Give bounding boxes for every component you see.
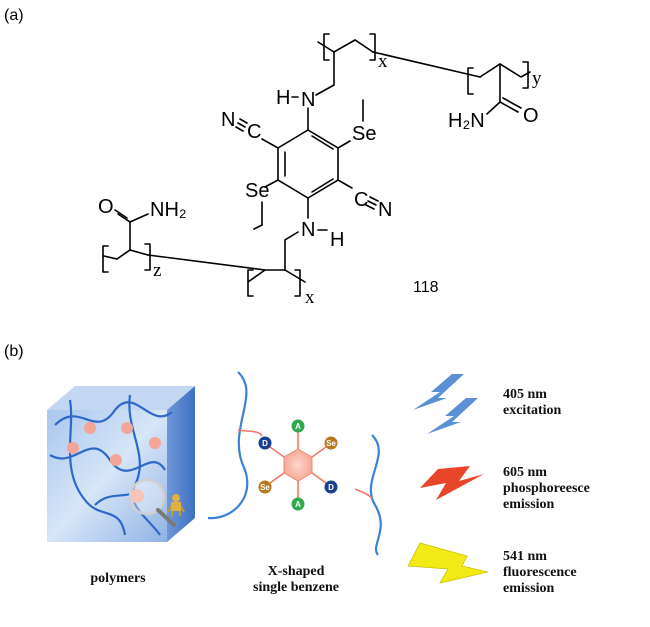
blue-lightning-icon [413,374,464,410]
amide-bottom-nh2: NH₂ [150,199,187,221]
bottom-h-atom: H [330,229,344,251]
subscript-x-top: x [378,51,388,72]
top-n-atom: N [301,89,315,111]
subscript-z-bottom: z [153,260,161,281]
nitrile-top-n: N [221,109,235,131]
top-amine-group: N H [276,84,335,131]
top-h-atom: H [276,87,290,109]
top-selenomethyl-group: Se [337,99,376,149]
svg-text:A: A [295,500,301,509]
legend: 405 nm excitation 605 nm phosphoreesce e… [407,374,590,596]
polymer-cube [47,386,195,542]
svg-text:A: A [295,422,301,431]
legend-fluorescence-wavelength: 541 nm [503,549,547,564]
legend-phosphorescence-label: phosphoreesce [503,481,590,496]
donor-badge-left: D [258,436,272,450]
nitrile-bottom-c: C [354,189,368,211]
legend-phosphorescence-emission: emission [503,497,555,512]
legend-item-fluorescence: 541 nm fluorescence emission [407,542,577,596]
yellow-lightning-icon [407,542,489,584]
bottom-selenomethyl-group: Se [245,179,279,230]
legend-excitation-wavelength: 405 nm [503,387,547,402]
bottom-polymer-backbone: x z O NH₂ [98,196,315,308]
blue-lightning-icon [427,398,478,434]
legend-phosphorescence-wavelength: 605 nm [503,465,547,480]
benzene-caption-line1: X-shaped [268,564,325,579]
bottom-nitrile-group: C N [337,179,392,221]
legend-excitation-label: excitation [503,403,562,418]
legend-item-excitation: 405 nm excitation [413,374,562,434]
nitrile-bottom-n: N [378,199,392,221]
se-top-atom: Se [352,123,376,145]
acceptor-badge-top: A [291,419,305,433]
svg-text:D: D [328,483,334,492]
panel-b-label: (b) [4,343,24,360]
subscript-x-bottom: x [305,287,315,308]
bottom-amine-group: N H [284,197,344,271]
legend-fluorescence-label: fluorescence [503,565,577,580]
amide-top-h2n: H₂N [448,110,485,132]
red-lightning-icon [420,466,484,500]
svg-text:D: D [262,439,268,448]
benzene-caption-line2: single benzene [253,580,339,595]
panel-a-label: (a) [4,7,24,24]
top-polymer-backbone: x y O H₂N [317,33,542,132]
se-bottom-atom: Se [245,180,269,202]
svg-text:Se: Se [326,439,336,448]
donor-badge-right: D [324,480,338,494]
benzene-ring [277,129,339,199]
selenium-badge-left: Se [258,480,272,494]
amide-top-o: O [523,105,539,127]
acceptor-badge-bottom: A [291,497,305,511]
panel-a: (a) N H x y [4,7,542,308]
legend-fluorescence-emission: emission [503,581,555,596]
polymers-caption: polymers [90,571,146,586]
compound-number: 118 [413,279,439,296]
panel-b: (b) [4,343,590,596]
subscript-y-top: y [532,68,542,89]
svg-text:Se: Se [260,483,270,492]
bottom-n-atom: N [301,219,315,241]
nitrile-top-c: C [247,121,261,143]
selenium-badge-right: Se [324,436,338,450]
amide-bottom-o: O [98,196,114,218]
single-benzene-schematic: A A D D Se Se [207,371,382,556]
top-nitrile-group: C N [221,109,279,149]
legend-item-phosphorescence: 605 nm phosphoreesce emission [420,465,590,512]
